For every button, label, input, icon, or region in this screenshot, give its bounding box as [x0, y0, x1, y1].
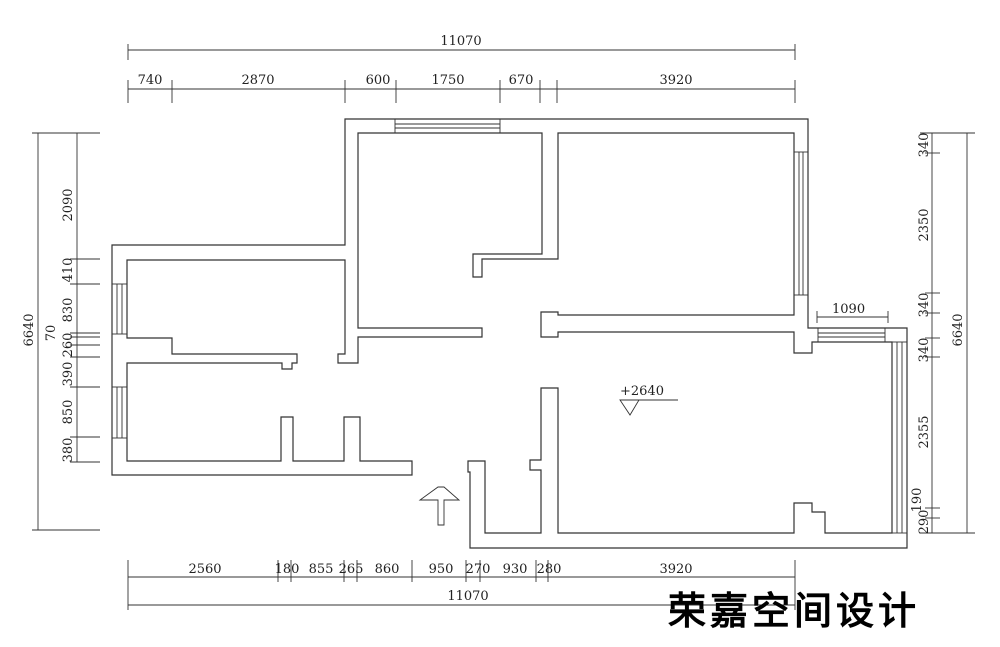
- elevation-label: +2640: [620, 384, 664, 399]
- right-segment-label: 2355: [917, 415, 932, 448]
- balcony-dimension: 1090: [816, 302, 889, 323]
- top-segment-label: 740: [138, 73, 163, 88]
- top-segment-label: 2870: [241, 73, 274, 88]
- left-segment-label: 70: [44, 325, 59, 342]
- right-segment-label: 340: [917, 133, 932, 158]
- right-segment-label: 290: [917, 510, 932, 535]
- bottom-segment-label: 930: [503, 562, 528, 577]
- bottom-segment-label: 860: [375, 562, 400, 577]
- elevation-marker: +2640: [619, 384, 678, 416]
- left-segment-label: 2090: [61, 188, 76, 221]
- outer-wall: [111, 118, 908, 549]
- top-segment-label: 670: [509, 73, 534, 88]
- top-segment-label: 600: [366, 73, 391, 88]
- right-segment-label: 340: [917, 293, 932, 318]
- right-segment-label: 340: [917, 338, 932, 363]
- left-segment-label: 390: [61, 362, 76, 387]
- bottom-total-label: 11070: [447, 589, 488, 604]
- bottom-segment-label: 270: [466, 562, 491, 577]
- dimension-lines: 11070 740 2870 600 1750 670 3920 2560 180 855 265 8…: [22, 34, 975, 610]
- bottom-segment-label: 180: [275, 562, 300, 577]
- top-total-label: 11070: [440, 34, 481, 49]
- window-balcony-right: [891, 341, 908, 534]
- left-segment-label: 850: [61, 400, 76, 425]
- left-total-label: 6640: [22, 313, 37, 346]
- walls: [111, 118, 908, 549]
- bottom-segment-label: 280: [537, 562, 562, 577]
- window-balcony-top: [817, 327, 886, 343]
- left-segment-label: 830: [61, 298, 76, 323]
- logo: 荣嘉空间设计: [668, 588, 920, 633]
- left-segment-label: 380: [61, 438, 76, 463]
- right-segment-label: 2350: [917, 208, 932, 241]
- window-right: [793, 151, 809, 296]
- window-top: [394, 118, 501, 134]
- top-segment-label: 1750: [431, 73, 464, 88]
- bottom-segment-label: 950: [429, 562, 454, 577]
- bottom-segment-label: 855: [309, 562, 334, 577]
- bottom-segment-label: 2560: [188, 562, 221, 577]
- left-segment-label: 410: [61, 258, 76, 283]
- left-segment-label: 260: [61, 333, 76, 358]
- bottom-segment-label: 3920: [659, 562, 692, 577]
- window-left-upper: [111, 283, 128, 335]
- up-arrow-icon: [418, 486, 461, 526]
- top-segment-label: 3920: [659, 73, 692, 88]
- window-left-lower: [111, 386, 128, 439]
- right-segment-label: 190: [910, 488, 925, 513]
- bottom-segment-label: 265: [339, 562, 364, 577]
- right-total-label: 6640: [951, 313, 966, 346]
- balcony-width-label: 1090: [832, 302, 865, 317]
